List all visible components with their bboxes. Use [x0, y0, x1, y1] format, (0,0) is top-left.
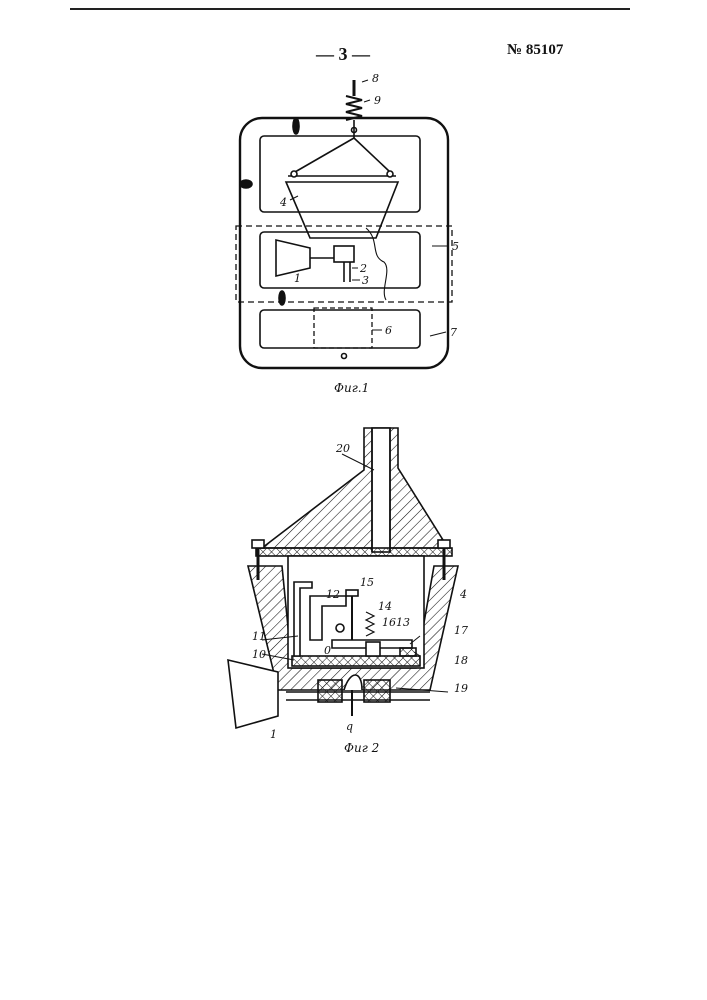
- label-11: 11: [252, 630, 266, 643]
- figure-1-labels: 8 9 4 5 1 2 3 6 7 Фиг.1: [279, 72, 459, 395]
- label-4: 4: [279, 196, 287, 209]
- figure-1: [236, 80, 452, 368]
- label-3: 3: [362, 274, 369, 287]
- label-13: 13: [396, 616, 410, 629]
- figure-2-caption: Фиг 2: [344, 741, 379, 755]
- label-1: 1: [270, 728, 277, 741]
- label-17: 17: [454, 624, 468, 637]
- label-16: 16: [382, 616, 396, 629]
- label-14: 14: [378, 600, 392, 613]
- label-7: 7: [450, 326, 457, 339]
- label-4: 4: [459, 588, 467, 601]
- label-18: 18: [454, 654, 468, 667]
- label-5: 5: [452, 240, 459, 253]
- label-20: 20: [335, 442, 350, 455]
- figure-1-caption: Фиг.1: [334, 381, 369, 395]
- label-12: 12: [326, 588, 340, 601]
- label-8: 8: [372, 72, 379, 85]
- label-1: 1: [294, 272, 301, 285]
- label-6: 6: [385, 324, 392, 337]
- label-10: 10: [252, 648, 266, 661]
- label-19: 19: [454, 682, 468, 695]
- label-0: 0: [324, 644, 331, 657]
- label-15: 15: [360, 576, 374, 589]
- label-9: 9: [374, 94, 381, 107]
- figure-2: [228, 428, 458, 728]
- label-q: q: [346, 720, 353, 733]
